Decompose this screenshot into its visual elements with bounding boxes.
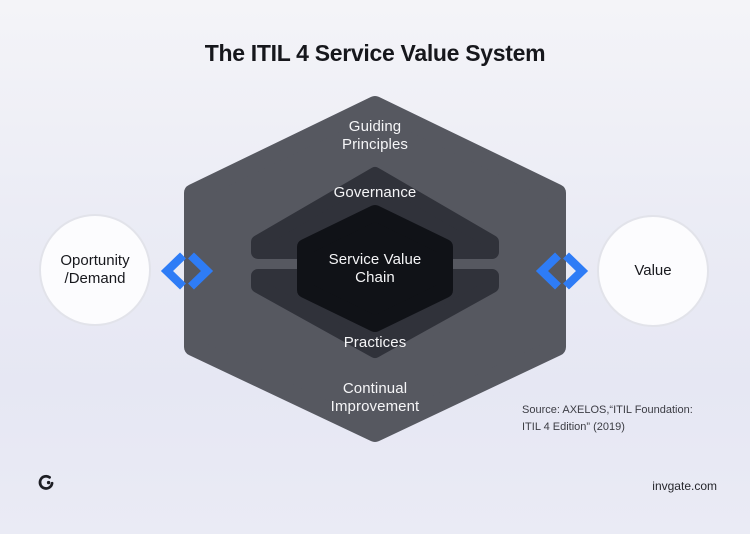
source-line-2: ITIL 4 Edition” (2019) xyxy=(522,421,625,433)
service-value-chain-label: Service Value Chain xyxy=(328,251,422,286)
invgate-logo-icon xyxy=(38,474,54,490)
value-label: Value xyxy=(634,262,672,279)
guiding-principles-label: Guiding Principles xyxy=(341,118,409,153)
value-node: Value xyxy=(597,215,709,327)
core-hexagon-shape xyxy=(297,205,453,332)
page-title: The ITIL 4 Service Value System xyxy=(204,40,546,66)
left-double-chevron-icon xyxy=(160,252,214,290)
governance-label: Governance xyxy=(333,184,417,201)
source-citation: Source: AXELOS,“ITIL Foundation: ITIL 4 … xyxy=(522,402,693,436)
opportunity-demand-node: Oportunity /Demand xyxy=(39,214,151,326)
website-link: invgate.com xyxy=(652,479,717,493)
continual-improvement-label: Continual Improvement xyxy=(330,380,420,415)
practices-label: Practices xyxy=(343,334,407,351)
opportunity-demand-label: Oportunity /Demand xyxy=(60,252,130,287)
right-double-chevron-icon xyxy=(535,252,589,290)
source-line-1: Source: AXELOS,“ITIL Foundation: xyxy=(522,404,693,416)
